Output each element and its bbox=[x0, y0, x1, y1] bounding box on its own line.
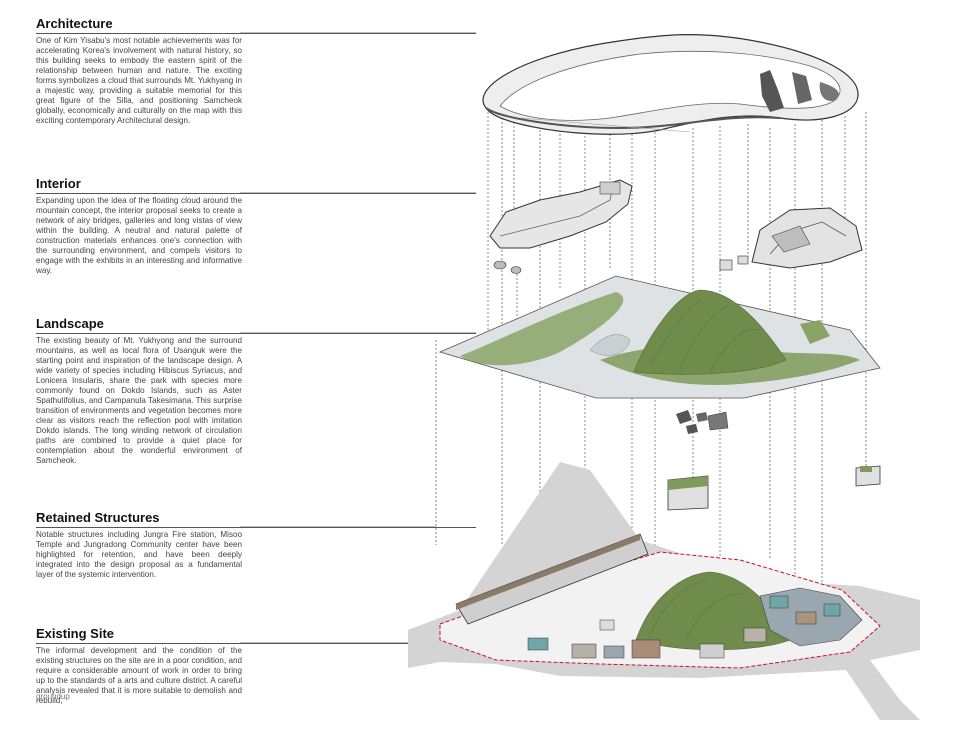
retained-fire-station-roof bbox=[668, 476, 708, 490]
section-landscape: Landscape The existing beauty of Mt. Yuk… bbox=[36, 316, 476, 466]
gallery-left-room bbox=[599, 181, 621, 195]
existing-building bbox=[603, 645, 625, 659]
retained-temple-pavilion bbox=[686, 424, 698, 434]
gallery-left bbox=[489, 179, 633, 249]
interior-galleries bbox=[489, 179, 863, 274]
landscape-grass-patch bbox=[460, 292, 624, 366]
existing-building bbox=[599, 619, 615, 631]
reflection-pool bbox=[589, 334, 631, 356]
watermark-text: groundup bbox=[36, 692, 70, 701]
existing-body: The informal development and the conditi… bbox=[36, 646, 242, 705]
existing-building bbox=[631, 639, 661, 659]
interior-pod bbox=[719, 259, 733, 271]
leader-lines bbox=[240, 32, 476, 644]
roof-edge-band bbox=[485, 107, 781, 130]
gallery-left-detail bbox=[499, 189, 613, 237]
retained-temple-pavilion bbox=[707, 411, 729, 431]
landscape-heading: Landscape bbox=[36, 316, 104, 331]
mountain-mt-yukhyang bbox=[633, 289, 787, 375]
existing-mountain-contours bbox=[649, 579, 745, 641]
existing-rule bbox=[36, 643, 476, 644]
existing-building bbox=[795, 611, 817, 625]
existing-heading: Existing Site bbox=[36, 626, 115, 641]
roof-core-element bbox=[760, 70, 784, 112]
interior-heading: Interior bbox=[36, 176, 81, 191]
roof-core-element bbox=[792, 72, 812, 104]
landscape-plane bbox=[438, 275, 881, 399]
existing-long-building bbox=[455, 533, 649, 625]
interior-pod bbox=[510, 266, 522, 274]
section-existing-site: Existing Site The informal development a… bbox=[36, 626, 476, 706]
mountain-contours bbox=[649, 299, 761, 373]
existing-building bbox=[571, 643, 597, 659]
interior-body: Expanding upon the idea of the floating … bbox=[36, 196, 242, 275]
retained-structures bbox=[667, 410, 881, 511]
roof-rib bbox=[519, 117, 691, 133]
section-interior: Interior Expanding upon the idea of the … bbox=[36, 176, 476, 276]
architecture-heading: Architecture bbox=[36, 16, 113, 31]
existing-site bbox=[408, 462, 920, 720]
existing-building bbox=[527, 637, 549, 651]
architecture-body: One of Kim Yisabu's most notable achieve… bbox=[36, 36, 242, 125]
landscape-body: The existing beauty of Mt. Yukhyong and … bbox=[36, 336, 242, 465]
retained-body: Notable structures including Jungra Fire… bbox=[36, 530, 242, 579]
interior-pod bbox=[493, 260, 507, 270]
gallery-right-room bbox=[771, 225, 811, 253]
interior-rule bbox=[36, 193, 476, 194]
retained-rule bbox=[36, 527, 476, 528]
landscape-grass-patch bbox=[800, 320, 830, 344]
section-architecture: Architecture One of Kim Yisabu's most no… bbox=[36, 16, 476, 126]
existing-long-building-facade bbox=[456, 534, 640, 610]
retained-heading: Retained Structures bbox=[36, 510, 160, 525]
cloud-roof bbox=[482, 34, 859, 135]
existing-building bbox=[769, 595, 789, 609]
retained-community-center-roof bbox=[860, 466, 872, 472]
landscape-rule bbox=[36, 333, 476, 334]
existing-building bbox=[823, 603, 841, 617]
existing-building bbox=[699, 643, 725, 659]
existing-building bbox=[743, 627, 767, 643]
architecture-rule bbox=[36, 33, 476, 34]
section-retained-structures: Retained Structures Notable structures i… bbox=[36, 510, 476, 580]
roof-core-element bbox=[819, 82, 839, 102]
interior-pod bbox=[737, 255, 749, 265]
retained-temple-pavilion bbox=[676, 410, 692, 424]
retained-temple-pavilion bbox=[696, 412, 708, 422]
